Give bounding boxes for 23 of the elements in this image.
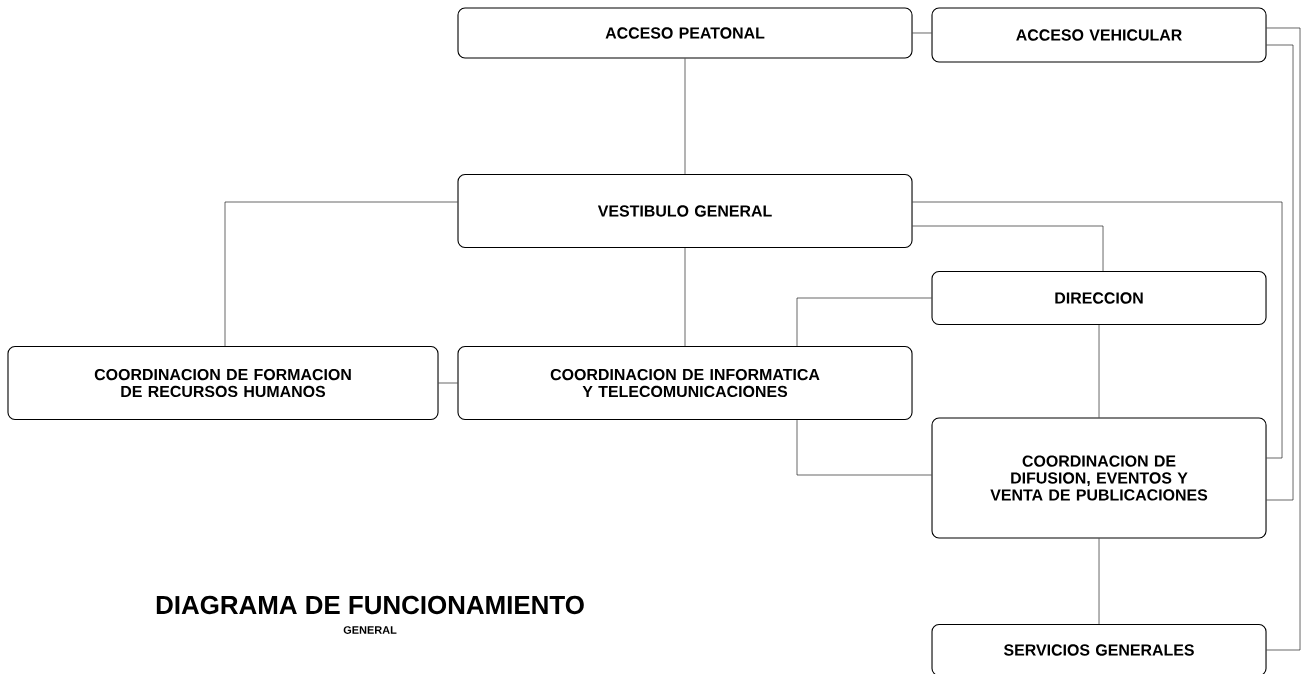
connector-line <box>1266 27 1301 651</box>
process-box: COORDINACION DE FORMACION DE RECURSOS HUMANOS <box>7 345 439 421</box>
connector-line <box>796 419 932 476</box>
connector-line <box>438 382 458 384</box>
connector-line <box>1266 44 1294 501</box>
process-box: ACCESO PEATONAL <box>457 7 913 59</box>
subtitle-text: GENERAL <box>343 626 397 634</box>
connector-line <box>1098 538 1100 625</box>
process-box: SERVICIOS GENERALES <box>931 623 1267 674</box>
process-box: ACCESO VEHICULAR <box>931 7 1267 63</box>
connector-line <box>684 58 686 175</box>
process-box: COORDINACION DE DIFUSION, EVENTOS Y VENTA DE PUBLICACIONES <box>931 417 1267 539</box>
process-box: COORDINACION DE INFORMATICA Y TELECOMUNICACIONES <box>457 345 913 421</box>
connector-line <box>912 32 932 34</box>
connector-line <box>912 201 1283 459</box>
connector-line <box>224 201 458 347</box>
process-box: VESTIBULO GENERAL <box>457 173 913 249</box>
connector-line <box>684 247 686 347</box>
diagram-title: DIAGRAMA DE FUNCIONAMIENTO <box>156 595 584 615</box>
connector-line <box>912 225 1104 272</box>
process-box: DIRECCION <box>931 270 1267 326</box>
connector-line <box>796 297 932 347</box>
connector-line <box>1098 324 1100 418</box>
